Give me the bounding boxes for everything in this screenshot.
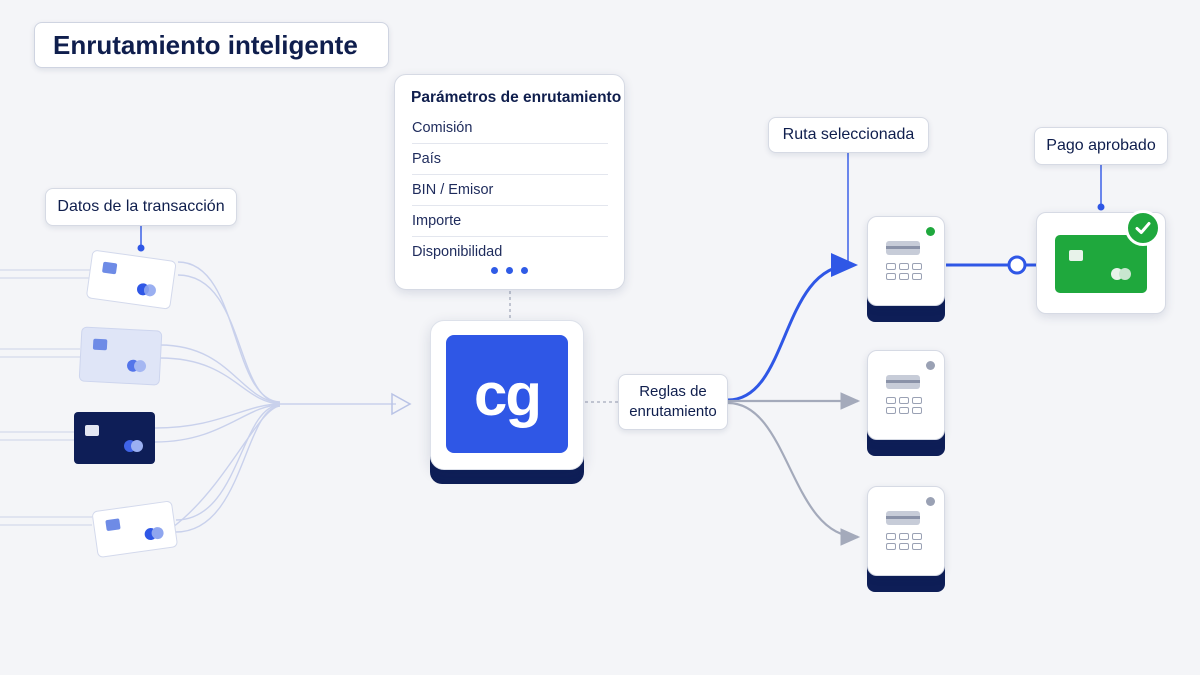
card-icon <box>92 501 178 558</box>
approved-card-icon <box>1055 235 1147 293</box>
card-icon <box>78 326 163 386</box>
parameter-country: País <box>412 144 608 175</box>
converging-lines <box>99 261 281 551</box>
routing-rules-label: Reglas de enrutamiento <box>618 374 728 430</box>
payment-terminal-icon <box>867 486 947 594</box>
check-icon <box>1125 210 1161 246</box>
parameter-bin-issuer: BIN / Emisor <box>412 175 608 206</box>
approved-payment-card <box>1036 210 1166 314</box>
parameter-amount: Importe <box>412 206 608 237</box>
merge-arrow-head <box>391 392 412 416</box>
selected-route-callout-dot <box>844 261 852 269</box>
parameter-commission: Comisión <box>412 113 608 144</box>
more-dots-icon <box>491 267 528 274</box>
payment-terminal-icon <box>867 350 947 458</box>
route-line-3 <box>727 401 861 546</box>
selected-route-line <box>727 253 858 402</box>
routing-rules-line2: enrutamiento <box>629 403 717 420</box>
selected-route-label: Ruta seleccionada <box>768 117 929 153</box>
approval-node <box>1007 255 1027 275</box>
card-icon <box>74 412 155 464</box>
routing-parameters-title: Parámetros de enrutamiento <box>411 89 622 106</box>
payment-approved-label: Pago aprobado <box>1034 127 1168 165</box>
transaction-data-label: Datos de la transacción <box>45 188 237 226</box>
approved-callout-dot <box>1097 203 1105 211</box>
cg-logo-mark: cg <box>446 335 568 453</box>
incoming-lines <box>0 269 95 526</box>
card-icon <box>86 250 177 310</box>
transaction-callout-dot <box>137 244 145 252</box>
parameter-availability: Disponibilidad <box>412 244 503 260</box>
routing-parameters-list: Comisión País BIN / Emisor Importe Dispo… <box>412 113 608 267</box>
payment-terminal-icon <box>867 216 947 324</box>
cg-logo: cg <box>430 320 584 470</box>
page-title: Enrutamiento inteligente <box>34 22 389 68</box>
routing-parameters-panel: Parámetros de enrutamiento Comisión País… <box>394 74 625 290</box>
routing-rules-line1: Reglas de <box>639 383 707 400</box>
